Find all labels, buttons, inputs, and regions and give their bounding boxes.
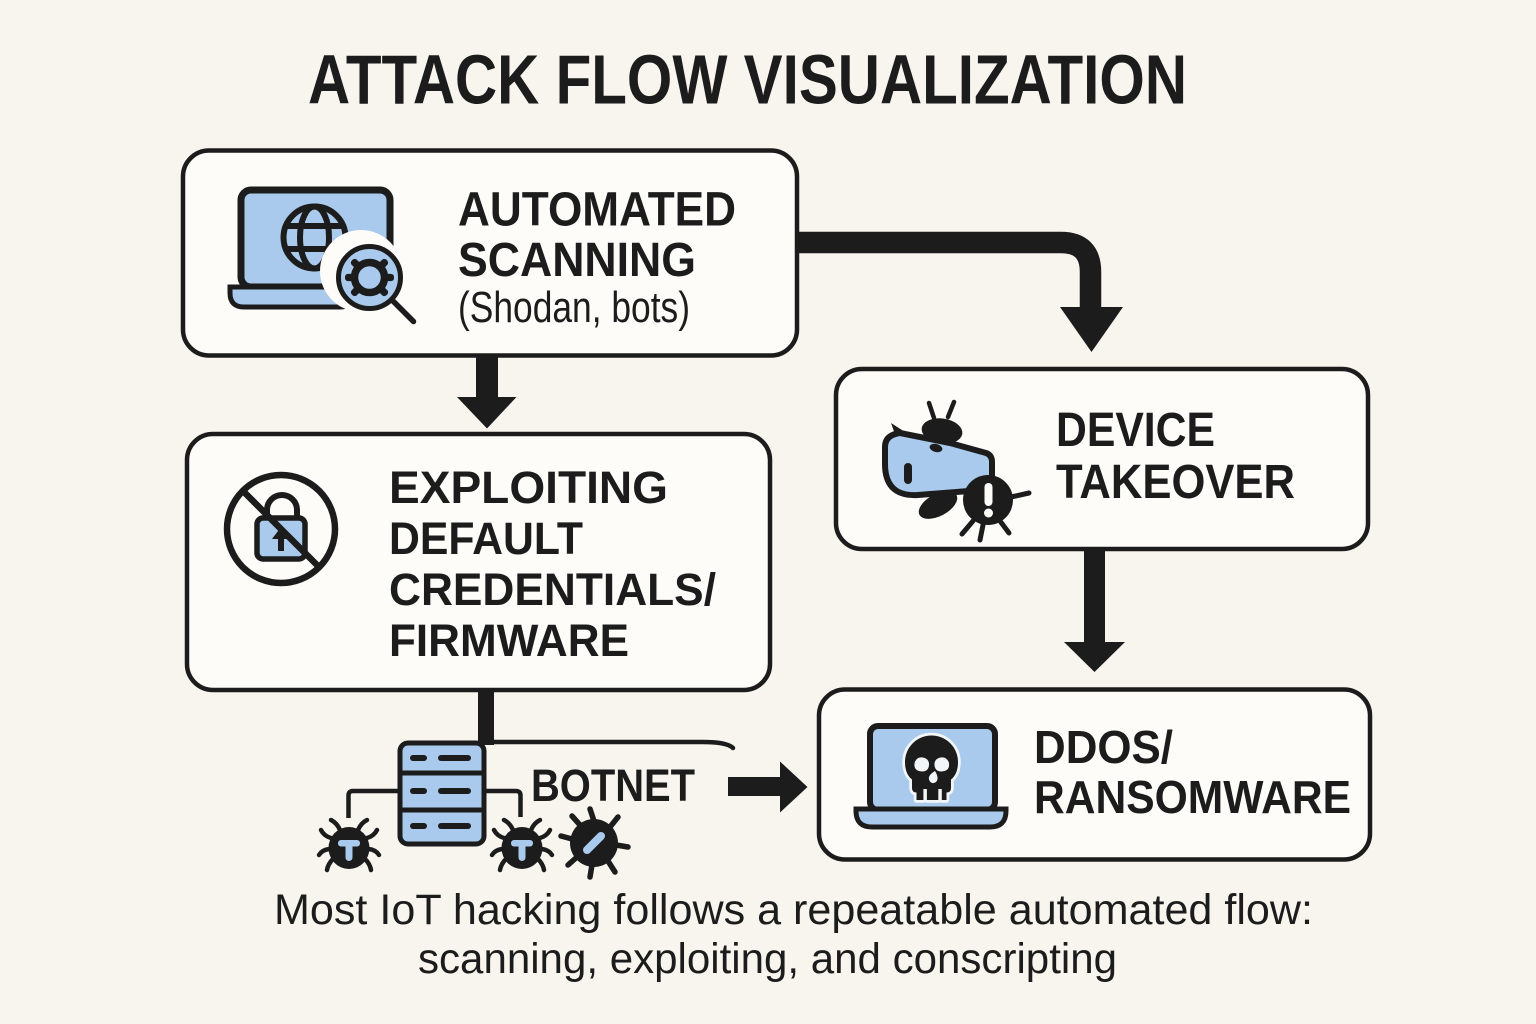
svg-text:DDOS/: DDOS/ [1034, 721, 1173, 773]
svg-text:ATTACK FLOW VISUALIZATION: ATTACK FLOW VISUALIZATION [308, 41, 1187, 119]
svg-text:EXPLOITING: EXPLOITING [389, 462, 668, 513]
svg-text:FIRMWARE: FIRMWARE [389, 615, 629, 666]
svg-text:DEFAULT: DEFAULT [389, 513, 583, 564]
svg-text:Most IoT hacking follows a re: Most IoT hacking follows a repeatable au… [274, 886, 1313, 934]
svg-text:AUTOMATED: AUTOMATED [458, 184, 736, 237]
svg-text:CREDENTIALS/: CREDENTIALS/ [389, 564, 716, 615]
svg-text:scanning, exploiting, and cons: scanning, exploiting, and conscripting [418, 935, 1117, 983]
svg-text:RANSOMWARE: RANSOMWARE [1034, 771, 1351, 823]
svg-text:TAKEOVER: TAKEOVER [1056, 456, 1295, 509]
svg-text:BOTNET: BOTNET [531, 760, 695, 811]
svg-text:(Shodan, bots): (Shodan, bots) [458, 284, 690, 332]
svg-text:SCANNING: SCANNING [458, 234, 696, 287]
svg-text:DEVICE: DEVICE [1056, 404, 1215, 457]
